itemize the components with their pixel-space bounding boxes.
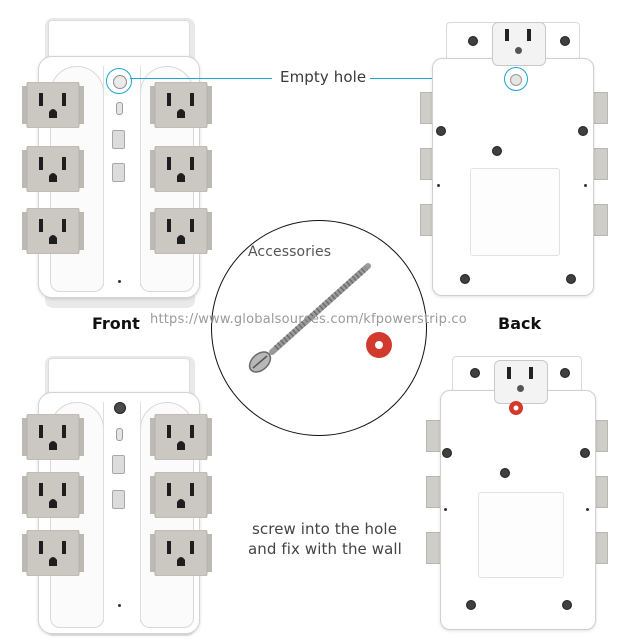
- empty-hole-label: Empty hole: [280, 68, 367, 86]
- usb-port-icon: [112, 490, 125, 509]
- outlet-icon: [150, 414, 212, 460]
- indicator-light: [118, 604, 121, 607]
- usb-port-icon: [112, 130, 125, 149]
- front-label: Front: [92, 314, 140, 333]
- outlet-icon: [22, 146, 84, 192]
- empty-hole-callout-circle: [504, 67, 528, 91]
- screw-icon: [248, 263, 371, 373]
- outlet-icon: [150, 472, 212, 518]
- outlet-icon: [22, 530, 84, 576]
- installed-screw: [114, 402, 126, 414]
- callout-line: [130, 78, 272, 79]
- indicator-light: [118, 280, 121, 283]
- outlet-icon: [22, 208, 84, 254]
- outlet-icon: [150, 530, 212, 576]
- screw-instruction-line1: screw into the hole: [252, 520, 398, 538]
- wall-plug-icon: [492, 22, 546, 66]
- washer-icon: [366, 332, 392, 358]
- accessories-label: Accessories: [248, 244, 332, 260]
- usb-port-icon: [112, 163, 125, 182]
- usb-port-icon: [112, 455, 125, 474]
- outlet-icon: [22, 414, 84, 460]
- usb-c-port-icon: [116, 102, 123, 115]
- back-label: Back: [498, 314, 542, 333]
- outlet-icon: [22, 82, 84, 128]
- accessories-circle: [211, 220, 427, 436]
- wall-plug-icon: [494, 360, 548, 404]
- usb-c-port-icon: [116, 428, 123, 441]
- outlet-icon: [150, 146, 212, 192]
- outlet-icon: [150, 82, 212, 128]
- screw-instruction-line2: and fix with the wall: [248, 540, 402, 558]
- washer-icon: [509, 401, 523, 415]
- outlet-icon: [150, 208, 212, 254]
- empty-hole-callout-circle: [106, 68, 132, 94]
- watermark: https://www.globalsources.com/kfpowerstr…: [150, 312, 467, 327]
- outlet-icon: [22, 472, 84, 518]
